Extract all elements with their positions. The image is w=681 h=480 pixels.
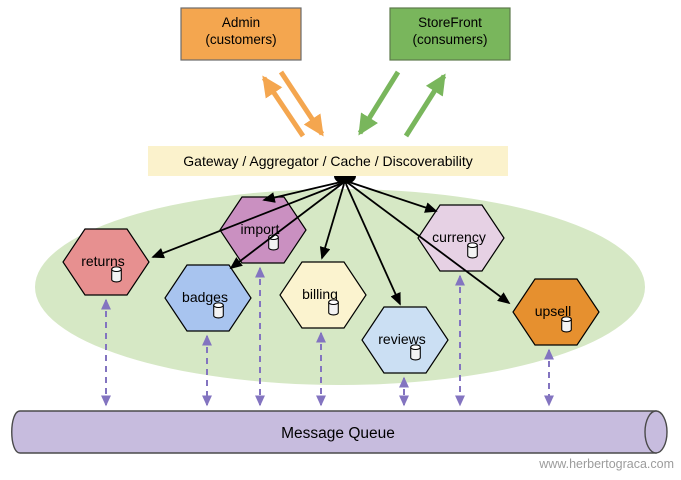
import-database-icon <box>268 234 279 251</box>
storefront-box-label-line1: StoreFront <box>418 15 482 30</box>
reviews-label: reviews <box>378 331 425 347</box>
billing-label: billing <box>302 286 338 302</box>
currency-hexagon <box>417 204 505 272</box>
arrow-gateway-to-currency <box>348 181 438 213</box>
storefront-to-gateway-arrow <box>357 70 401 136</box>
admin-box-label-line2: (customers) <box>205 32 276 47</box>
watermark-text: www.herbertograca.com <box>538 457 674 471</box>
message-queue: Message Queue <box>11 410 668 454</box>
arrow-gateway-to-upsell <box>347 182 511 305</box>
service-hex-currency: currency <box>417 204 505 272</box>
badges-database-icon <box>213 302 224 319</box>
upsell-database-icon <box>561 316 572 333</box>
admin-client-box: Admin (customers) <box>180 7 302 61</box>
badges-hexagon <box>164 264 252 332</box>
arrow-gateway-to-badges <box>229 182 344 270</box>
returns-hexagon <box>62 228 150 296</box>
currency-database-icon <box>467 242 478 259</box>
gateway-bar: Gateway / Aggregator / Cache / Discovera… <box>148 146 508 184</box>
badges-label: badges <box>182 289 228 305</box>
message-queue-end-cap <box>644 410 668 454</box>
message-queue-label: Message Queue <box>281 425 395 442</box>
service-hex-upsell: upsell <box>512 278 600 346</box>
service-hex-import: import <box>219 196 307 264</box>
gateway-bar-bg <box>148 146 508 176</box>
reviews-hexagon <box>361 306 449 374</box>
storefront-client-box: StoreFront (consumers) <box>389 7 511 61</box>
admin-box-label-line1: Admin <box>222 15 260 30</box>
storefront-box-label-line2: (consumers) <box>412 32 487 47</box>
gateway-label: Gateway / Aggregator / Cache / Discovera… <box>183 153 472 169</box>
returns-database-icon <box>111 266 122 283</box>
gateway-fanout-arrows <box>151 181 511 306</box>
reviews-database-icon <box>410 344 421 361</box>
arrow-gateway-to-billing <box>319 183 345 260</box>
service-hex-reviews: reviews <box>361 306 449 374</box>
arrow-gateway-to-returns <box>151 181 346 259</box>
upsell-label: upsell <box>535 303 572 319</box>
service-hex-badges: badges <box>164 264 252 332</box>
gateway-to-storefront-arrow <box>403 73 447 138</box>
arrow-gateway-to-import <box>262 181 342 203</box>
admin-box-bg <box>180 7 302 61</box>
returns-label: returns <box>81 253 125 269</box>
queue-links <box>101 266 554 407</box>
message-queue-body <box>11 410 657 454</box>
arrow-gateway-to-reviews <box>345 183 401 306</box>
admin-to-gateway-arrow <box>278 70 325 137</box>
upsell-hexagon <box>512 278 600 346</box>
gateway-to-admin-arrow <box>261 75 306 138</box>
storefront-box-bg <box>389 7 511 61</box>
billing-hexagon <box>279 261 367 329</box>
service-hex-returns: returns <box>62 228 150 296</box>
billing-database-icon <box>328 299 339 316</box>
import-label: import <box>241 221 280 237</box>
currency-label: currency <box>432 229 486 245</box>
service-hex-billing: billing <box>279 261 367 329</box>
